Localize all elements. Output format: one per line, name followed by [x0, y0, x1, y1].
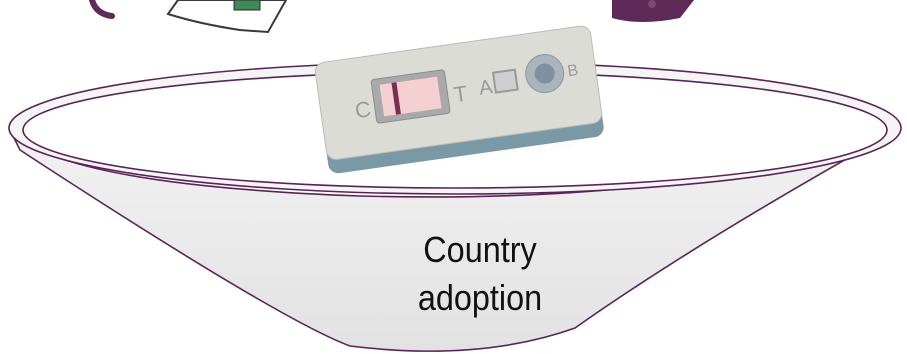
funnel-label-line1: Country	[390, 226, 570, 274]
top-left-object-partial	[92, 0, 286, 32]
small-window	[493, 70, 518, 93]
funnel-label: Country adoption	[390, 226, 570, 322]
funnel-label-line2: adoption	[390, 274, 570, 322]
top-right-object-partial	[612, 0, 694, 22]
